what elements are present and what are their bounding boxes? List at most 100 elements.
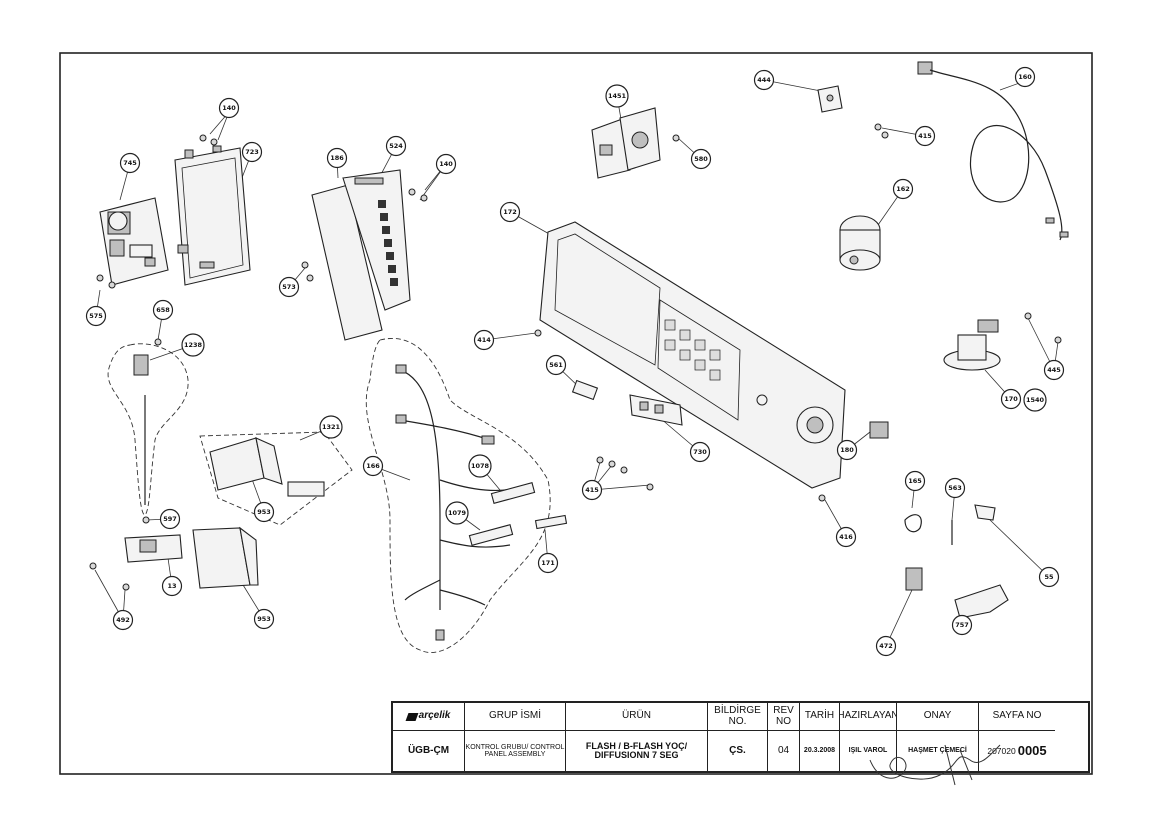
label-circle (1000, 388, 1022, 410)
label-text: 757 (955, 621, 969, 629)
label-text: 723 (245, 148, 259, 156)
label-text: 166 (366, 462, 380, 470)
part-170-pressure-switch (943, 319, 1001, 371)
part-953-housing (192, 526, 259, 589)
prepared-header: HAZIRLAYAN (840, 703, 897, 731)
brand-logo: arçelik (393, 703, 465, 731)
part-label-573: 573 (278, 276, 300, 298)
brand-mark-icon (405, 712, 419, 721)
part-label-414: 414 (473, 329, 495, 351)
label-circle (944, 477, 966, 499)
part-label-140b: 140 (435, 153, 457, 175)
part-label-563: 563 (944, 477, 966, 499)
label-circle (1038, 566, 1060, 588)
page-number-value: 0005 (1017, 743, 1047, 759)
part-label-445: 445 (1043, 359, 1065, 381)
date-value: 20.3.2008 (800, 731, 840, 771)
page-header: SAYFA NO (979, 703, 1055, 731)
notice-value: ÇS. (708, 731, 768, 771)
label-circle (112, 609, 134, 631)
part-label-415b: 415 (581, 479, 603, 501)
label-circle (914, 125, 936, 147)
part-label-658: 658 (152, 299, 174, 321)
part-171-pin (534, 514, 568, 530)
label-circle (836, 439, 858, 461)
part-label-13: 13 (161, 575, 183, 597)
label-text: 160 (1018, 73, 1032, 81)
part-label-492: 492 (112, 609, 134, 631)
part-label-415a: 415 (914, 125, 936, 147)
part-label-561: 561 (545, 354, 567, 376)
label-circle (119, 152, 141, 174)
label-text: 472 (879, 642, 893, 650)
part-label-180: 180 (836, 439, 858, 461)
notice-header: BİLDİRGE NO. (708, 703, 768, 731)
part-label-1540: 1540 (1023, 388, 1047, 412)
label-circle (253, 608, 275, 630)
label-text: 186 (330, 154, 344, 162)
label-circle (875, 635, 897, 657)
label-text: 492 (116, 616, 130, 624)
part-757-bracket (954, 584, 1009, 619)
label-circle (1023, 388, 1047, 412)
label-circle (218, 97, 240, 119)
label-text: 580 (694, 155, 708, 163)
label-text: 597 (163, 515, 177, 523)
part-label-444: 444 (753, 69, 775, 91)
label-circle (1014, 66, 1036, 88)
part-166-wire-harness (365, 338, 551, 653)
label-text: 1451 (608, 92, 627, 100)
label-text: 140 (439, 160, 453, 168)
approved-header: ONAY (897, 703, 979, 731)
label-text: 730 (693, 448, 707, 456)
part-1238-sensor (107, 343, 189, 516)
label-text: 1540 (1026, 396, 1045, 404)
part-label-575a: 575 (85, 305, 107, 327)
part-label-165: 165 (904, 470, 926, 492)
label-text: 561 (549, 361, 563, 369)
label-text: 162 (896, 185, 910, 193)
title-block: arçelik GRUP İSMİ ÜRÜN BİLDİRGE NO. REV … (391, 701, 1090, 773)
part-172-control-panel (539, 221, 846, 489)
part-label-580: 580 (690, 148, 712, 170)
part-55-clip (974, 504, 996, 521)
part-label-524: 524 (385, 135, 407, 157)
label-text: 1321 (322, 423, 341, 431)
label-text: 165 (908, 477, 922, 485)
label-circle (499, 201, 521, 223)
part-label-472: 472 (875, 635, 897, 657)
label-circle (690, 148, 712, 170)
part-label-140: 140 (218, 97, 240, 119)
label-text: 416 (839, 533, 853, 541)
label-circle (445, 501, 469, 525)
label-text: 180 (840, 446, 854, 454)
label-text: 415 (918, 132, 932, 140)
label-circle (385, 135, 407, 157)
label-circle (278, 276, 300, 298)
label-circle (689, 441, 711, 463)
product-header: ÜRÜN (566, 703, 708, 731)
rev-value: 04 (768, 731, 800, 771)
label-circle (605, 84, 629, 108)
part-label-1451: 1451 (605, 84, 629, 108)
drawing-frame (59, 52, 1093, 775)
part-label-723: 723 (241, 141, 263, 163)
part-label-160: 160 (1014, 66, 1036, 88)
part-label-416: 416 (835, 526, 857, 548)
part-label-757: 757 (951, 614, 973, 636)
part-561-spacer (571, 379, 599, 401)
part-723-board-holder (174, 145, 251, 286)
group-header: GRUP İSMİ (465, 703, 566, 731)
label-circle (892, 178, 914, 200)
part-label-1079: 1079 (445, 501, 469, 525)
label-text: 1078 (471, 462, 490, 470)
label-text: 55 (1044, 573, 1054, 581)
label-circle (253, 501, 275, 523)
label-circle (835, 526, 857, 548)
part-13-door-lock (124, 534, 183, 563)
label-text: 745 (123, 159, 137, 167)
label-text: 1238 (184, 341, 203, 349)
part-label-162: 162 (892, 178, 914, 200)
label-circle (581, 479, 603, 501)
